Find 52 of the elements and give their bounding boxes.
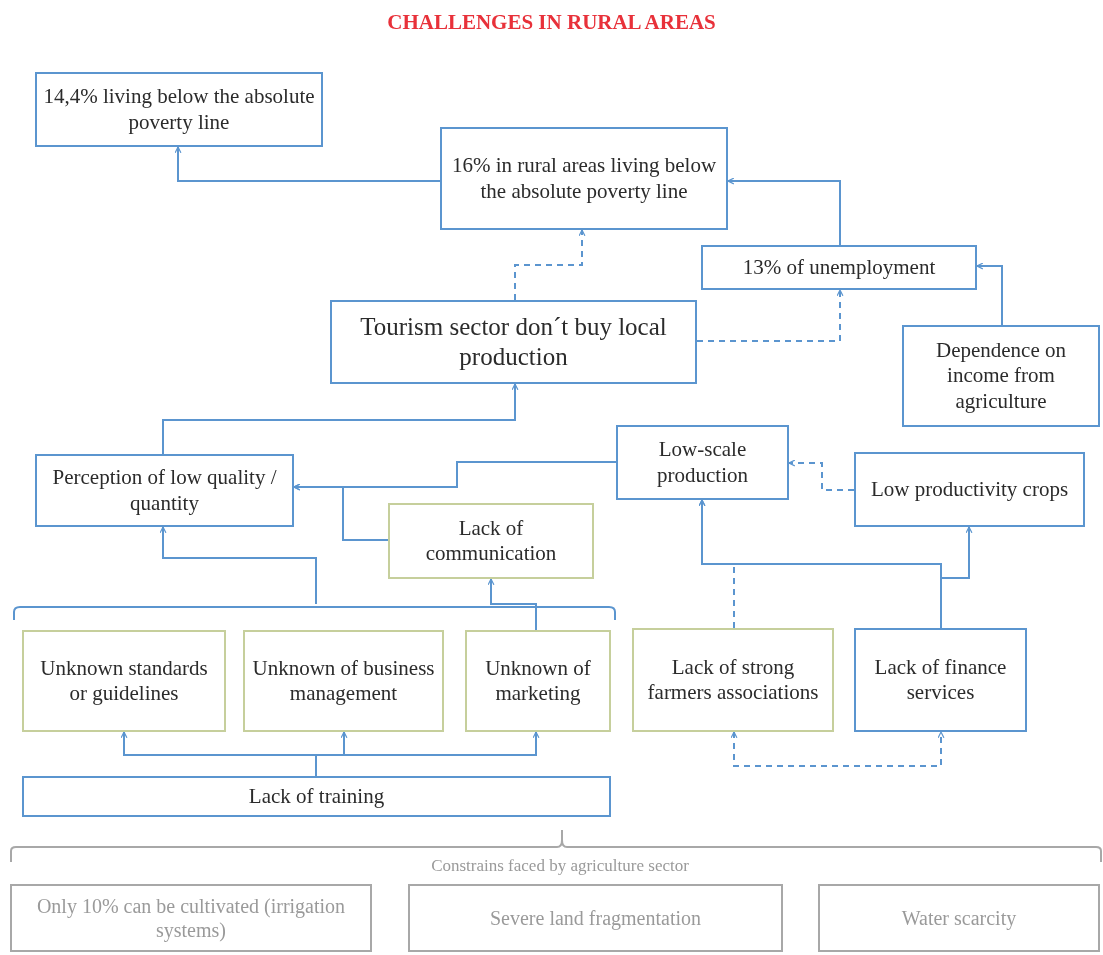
process-box [854, 452, 1085, 527]
arrow [174, 146, 441, 182]
process-box [243, 630, 444, 732]
node-text: Water scarcity [901, 906, 1017, 930]
process-box [35, 72, 323, 147]
process-box [440, 127, 728, 230]
node-text: Perception of low quality / quantity [51, 465, 278, 516]
node-text: Unknown standards or guidelines [39, 655, 209, 707]
arrow [788, 459, 855, 491]
process-box [408, 884, 783, 952]
arrow [487, 578, 537, 631]
arrow [293, 483, 389, 541]
process-box [35, 454, 294, 527]
node-text: Only 10% can be cultivated (irrigation systems) [35, 894, 347, 942]
node-text: Tourism sector don´t buy local production [359, 312, 668, 372]
bracket [12, 604, 617, 620]
node-text: 16% in rural areas living below the absolute poverty line [450, 153, 718, 204]
node-text: 13% of unemployment [742, 254, 936, 281]
node-text: Low productivity crops [870, 476, 1069, 503]
arrow [940, 526, 973, 629]
arrow [727, 177, 841, 246]
diagram-title: CHALLENGES IN RURAL AREAS [386, 10, 717, 35]
process-box [616, 425, 789, 500]
arrow [159, 526, 317, 605]
node-text: Unknown of business management [251, 655, 436, 707]
process-box [902, 325, 1100, 427]
arrow [514, 229, 586, 301]
node-text: Severe land fragmentation [490, 906, 701, 930]
node-text: Low-scale production [656, 437, 749, 488]
process-box [22, 776, 611, 817]
arrow [696, 289, 844, 342]
node-text: 14,4% living below the absolute poverty line [43, 84, 315, 135]
node-text: Lack of strong farmers associations [646, 654, 820, 706]
node-text: Lack of communication [424, 515, 558, 567]
node-text: Dependence on income from agriculture [935, 338, 1067, 414]
arrow [730, 731, 945, 767]
node-text: Lack of finance services [873, 654, 1008, 706]
process-box [818, 884, 1100, 952]
process-box [701, 245, 977, 290]
arrow [976, 262, 1003, 326]
process-box [388, 503, 594, 579]
process-box [854, 628, 1027, 732]
arrow [162, 383, 519, 455]
process-box [22, 630, 226, 732]
arrow [315, 731, 540, 777]
process-box [10, 884, 372, 952]
node-text: Lack of training [248, 783, 385, 810]
process-box [465, 630, 611, 732]
process-box [632, 628, 834, 732]
node-text: Unknown of marketing [484, 655, 592, 707]
process-box [330, 300, 697, 384]
section-heading: Constrains faced by agriculture sector [430, 856, 690, 876]
